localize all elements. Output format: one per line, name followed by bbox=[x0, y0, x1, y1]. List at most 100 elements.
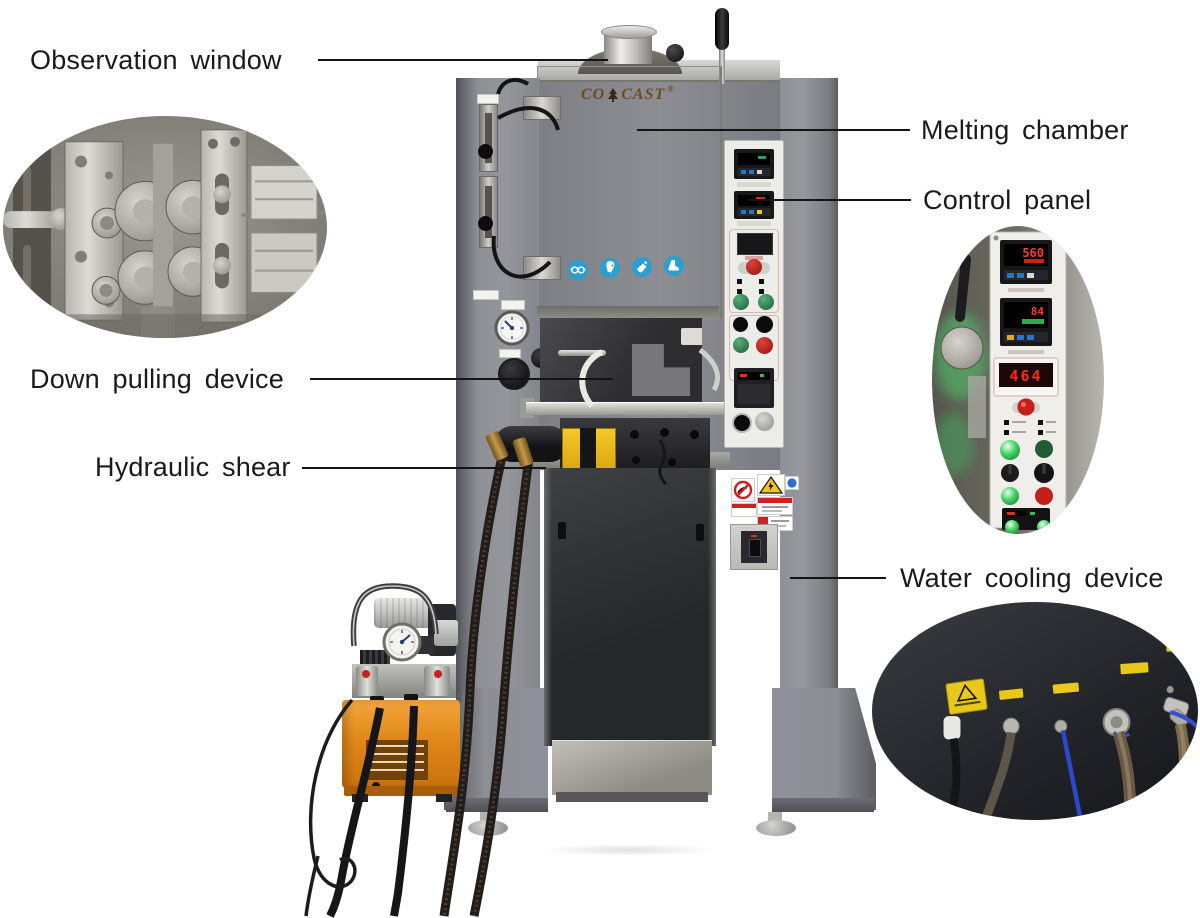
shaft bbox=[3, 211, 61, 228]
mandatory-icon bbox=[785, 476, 799, 490]
control-knob-large bbox=[498, 358, 530, 390]
lever-close-up bbox=[954, 254, 972, 322]
hot-surface-warning-label bbox=[945, 678, 988, 715]
right-leg bbox=[772, 688, 876, 810]
red-button bbox=[1035, 487, 1053, 505]
face-mask-icon bbox=[600, 258, 620, 278]
annotation-hydraulic-shear: Hydraulic shear bbox=[95, 452, 291, 482]
bottom-knob bbox=[732, 413, 752, 433]
right-adjustable-foot bbox=[756, 820, 796, 836]
selector-knob bbox=[733, 317, 748, 332]
observation-window-rim bbox=[601, 25, 657, 39]
leader-down-pulling-device bbox=[310, 378, 613, 380]
no-touch-icon bbox=[731, 478, 755, 502]
pull-rod bbox=[558, 350, 606, 356]
gauge-tag bbox=[501, 300, 525, 310]
green-button-lit bbox=[1000, 440, 1020, 460]
pump-handle bbox=[350, 583, 439, 647]
pump-hoses bbox=[304, 698, 418, 918]
gloves-icon bbox=[632, 257, 652, 277]
stainless-base bbox=[552, 740, 712, 795]
valve-tag bbox=[473, 290, 499, 300]
leader-melting-chamber bbox=[637, 129, 910, 131]
logo-text-right: CAST bbox=[621, 86, 666, 103]
blue-tube bbox=[1060, 729, 1083, 820]
port-label bbox=[1052, 682, 1080, 694]
temp-display-top: 560 bbox=[1022, 246, 1044, 260]
pump-valve-block bbox=[352, 664, 456, 698]
annotation-water-cooling-device: Water cooling device bbox=[900, 563, 1164, 593]
pump-base bbox=[344, 786, 458, 796]
green-button bbox=[758, 294, 774, 310]
annotation-control-panel: Control panel bbox=[923, 185, 1092, 215]
leader-observation-window bbox=[318, 59, 608, 61]
logo-text-left: CO bbox=[581, 86, 606, 103]
green-button bbox=[733, 337, 749, 353]
water-cooling-inset bbox=[872, 602, 1198, 820]
bottom-knob-silver bbox=[755, 412, 774, 431]
brass-fitting bbox=[485, 431, 509, 461]
base-shadow bbox=[556, 792, 708, 802]
annotation-melting-chamber: Melting chamber bbox=[921, 115, 1129, 145]
sensor-box bbox=[681, 328, 702, 345]
electric-hazard-icon bbox=[757, 474, 785, 496]
ground-shadow bbox=[540, 844, 720, 856]
warning-sticker bbox=[731, 503, 757, 517]
blue-cable bbox=[1169, 710, 1198, 732]
port-label bbox=[998, 688, 1024, 700]
flow-meter-1-knob bbox=[478, 144, 493, 159]
sensor-cable bbox=[698, 348, 720, 392]
knob-tag bbox=[499, 349, 521, 358]
circuit-breaker-box bbox=[730, 524, 778, 570]
panel-group-1 bbox=[729, 229, 779, 313]
coolant-tubes bbox=[491, 77, 560, 279]
left-column bbox=[456, 78, 540, 712]
indicator bbox=[737, 279, 742, 284]
red-button bbox=[756, 337, 773, 354]
corrugated-tube bbox=[579, 349, 604, 408]
indicator bbox=[759, 289, 764, 294]
coocast-tree-icon bbox=[608, 88, 619, 102]
right-foot-strip bbox=[772, 798, 874, 812]
coocast-logo: CO CAST ® bbox=[568, 84, 688, 106]
mid-shelf bbox=[526, 402, 726, 415]
control-panel-strip bbox=[724, 140, 784, 448]
logo-reg-mark: ® bbox=[667, 84, 675, 94]
breaker-switch bbox=[749, 539, 761, 557]
observation-window-inset bbox=[3, 116, 327, 338]
brass-fitting bbox=[512, 437, 534, 467]
pump-pressure-gauge bbox=[382, 622, 422, 662]
flow-meter-1-glass bbox=[485, 113, 492, 163]
temp-display-mid: 84 bbox=[1031, 305, 1045, 318]
die-block bbox=[250, 165, 318, 220]
green-button bbox=[733, 294, 749, 310]
counter-display bbox=[737, 233, 773, 255]
down-pulling-device-bay bbox=[540, 318, 702, 410]
shear-blade-slot bbox=[580, 428, 596, 472]
flow-meter-2-knob bbox=[478, 216, 493, 231]
water-hose bbox=[981, 731, 1016, 820]
leader-water-cooling-device bbox=[790, 577, 886, 579]
goggles-icon bbox=[568, 260, 588, 280]
indicator bbox=[759, 279, 764, 284]
hose-fitting bbox=[1002, 717, 1020, 735]
collection-chamber bbox=[544, 468, 716, 746]
boots-icon bbox=[664, 256, 684, 276]
green-button-dark bbox=[1035, 440, 1053, 458]
green-button-lit bbox=[1001, 487, 1019, 505]
leader-hydraulic-shear bbox=[302, 467, 546, 469]
counter-display-value: 464 bbox=[1009, 367, 1042, 385]
flow-meter-2-glass bbox=[485, 186, 492, 238]
chamber-clip-right bbox=[696, 524, 704, 541]
annotation-observation-window: Observation window bbox=[30, 45, 282, 75]
emergency-stop-button bbox=[746, 259, 762, 275]
lever-rod bbox=[719, 48, 725, 84]
warning-sticker bbox=[757, 497, 793, 515]
chamber-clip-left bbox=[558, 522, 566, 539]
right-column bbox=[780, 78, 838, 712]
port-label bbox=[1120, 662, 1149, 675]
hose-fitting bbox=[1054, 719, 1068, 733]
